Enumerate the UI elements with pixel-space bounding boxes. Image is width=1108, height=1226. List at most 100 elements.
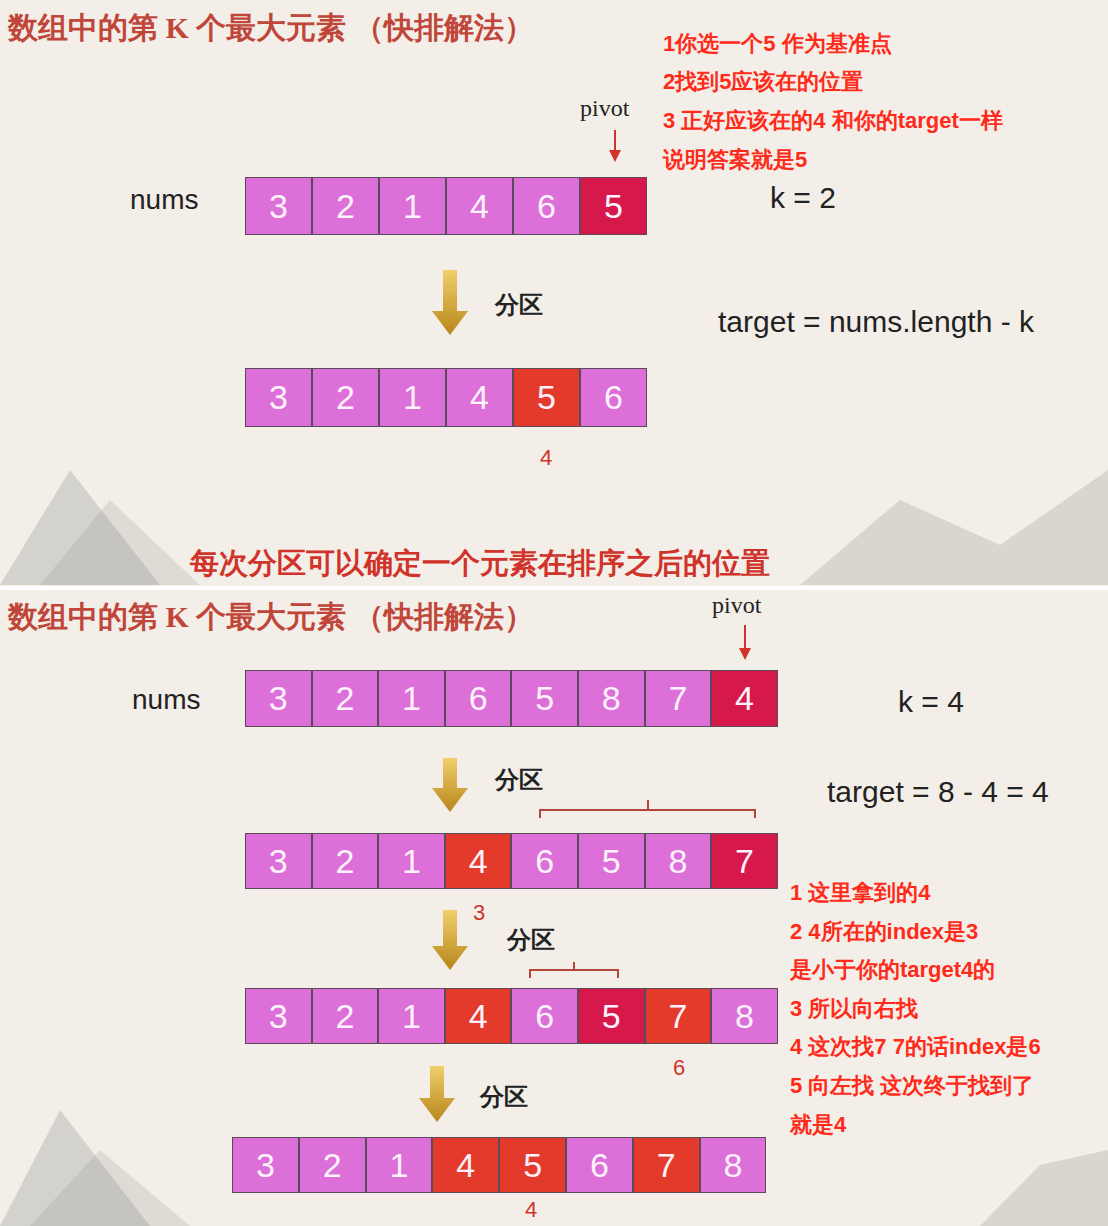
array-cell: 5	[580, 177, 647, 235]
cell-value: 5	[535, 679, 554, 718]
label-text: 4	[540, 445, 552, 470]
cell-value: 1	[402, 997, 421, 1036]
array-cell: 6	[580, 368, 647, 427]
array-cell: 5	[511, 670, 578, 727]
cell-value: 5	[602, 842, 621, 881]
annotation-note: 3 所以向右找	[790, 996, 918, 1022]
array-cell: 6	[513, 177, 580, 235]
cell-value: 4	[469, 997, 488, 1036]
label-text: 4 这次找7 7的话index是6	[790, 1034, 1041, 1059]
cell-value: 5	[602, 997, 621, 1036]
annotation-note: 说明答案就是5	[663, 147, 807, 173]
cell-value: 3	[269, 842, 288, 881]
label-text: target = 8 - 4 = 4	[827, 775, 1049, 808]
partition-arrow	[432, 910, 468, 970]
array-cell: 3	[245, 368, 312, 427]
array-cell: 6	[566, 1137, 633, 1193]
annotation-note: 4 这次找7 7的话index是6	[790, 1034, 1041, 1060]
array-cell: 2	[312, 988, 379, 1044]
array-cell: 2	[299, 1137, 366, 1193]
step-label: 分区	[495, 291, 543, 320]
array-cell: 5	[499, 1137, 566, 1193]
array-cell: 5	[578, 833, 645, 889]
cell-value: 2	[335, 997, 354, 1036]
array-cell: 7	[711, 833, 778, 889]
label-text: 每次分区可以确定一个元素在排序之后的位置	[190, 547, 770, 579]
array-name: nums	[132, 683, 200, 717]
array-cell: 1	[378, 670, 445, 727]
array-cell: 6	[445, 670, 512, 727]
label-text: nums	[130, 184, 198, 215]
index-number: 6	[673, 1055, 685, 1081]
label-text: k = 2	[770, 181, 836, 214]
array-cell: 8	[645, 833, 712, 889]
partition-arrow	[419, 1066, 455, 1122]
array-name: nums	[130, 183, 198, 217]
pivot-pointer-head	[739, 648, 751, 660]
label-text: 3 正好应该在的4 和你的target一样	[663, 108, 1003, 133]
array-cell: 2	[312, 368, 379, 427]
label-text: 是小于你的target4的	[790, 957, 995, 982]
label-text: k = 4	[898, 685, 964, 718]
array-cell: 2	[312, 670, 379, 727]
cell-value: 6	[535, 842, 554, 881]
cell-value: 7	[668, 679, 687, 718]
array-cell: 7	[645, 670, 712, 727]
label-text: 分区	[495, 767, 543, 793]
index-number: 4	[525, 1197, 537, 1223]
cell-value: 6	[590, 1146, 609, 1185]
cell-value: 3	[269, 187, 288, 226]
annotation-note: 2 4所在的index是3	[790, 919, 978, 945]
label-text: 2找到5应该在的位置	[663, 69, 863, 94]
array-cell: 1	[378, 833, 445, 889]
step-label: 分区	[480, 1083, 528, 1112]
cell-value: 6	[604, 378, 623, 417]
index-number: 3	[473, 900, 485, 926]
pivot-pointer	[614, 130, 616, 151]
cell-value: 4	[469, 842, 488, 881]
cell-value: 5	[537, 378, 556, 417]
array-cell: 3	[245, 177, 312, 235]
array-cell: 1	[378, 988, 445, 1044]
array-cell: 8	[700, 1137, 767, 1193]
array-cell: 8	[711, 988, 778, 1044]
label-text: 1 这里拿到的4	[790, 880, 931, 905]
mountain-decor	[980, 1150, 1108, 1226]
array-cell: 6	[511, 833, 578, 889]
annotation-note: 3 正好应该在的4 和你的target一样	[663, 108, 1003, 134]
cell-value: 1	[390, 1146, 409, 1185]
label-text: 3	[473, 900, 485, 925]
panel-title: 数组中的第 K 个最大元素 （快排解法）	[8, 10, 534, 46]
partition-arrow	[432, 270, 468, 335]
array-cell: 1	[379, 177, 446, 235]
cell-value: 8	[668, 842, 687, 881]
label-text: 2 4所在的index是3	[790, 919, 978, 944]
label-text: 4	[525, 1197, 537, 1222]
title-text: 数组中的第 K 个最大元素 （快排解法）	[8, 11, 534, 44]
cell-value: 6	[535, 997, 554, 1036]
cell-value: 2	[336, 187, 355, 226]
pivot-label: pivot	[712, 591, 761, 620]
array-cell: 7	[645, 988, 712, 1044]
array-cell: 7	[633, 1137, 700, 1193]
array-cell: 4	[446, 368, 513, 427]
formula-label: target = 8 - 4 = 4	[827, 774, 1049, 810]
array-cell: 1	[379, 368, 446, 427]
array-cell: 4	[445, 833, 512, 889]
pivot-pointer	[744, 625, 746, 649]
panel-divider	[0, 586, 1108, 590]
cell-value: 4	[470, 378, 489, 417]
array-cell: 3	[245, 670, 312, 727]
label-text: 就是4	[790, 1112, 846, 1137]
partition-arrow	[432, 758, 468, 812]
parameter-label: k = 4	[898, 684, 964, 720]
cell-value: 7	[657, 1146, 676, 1185]
mountain-decor	[800, 470, 1108, 585]
cell-value: 6	[537, 187, 556, 226]
label-text: pivot	[712, 592, 761, 618]
panel-title: 数组中的第 K 个最大元素 （快排解法）	[8, 599, 534, 635]
array-cell: 1	[366, 1137, 433, 1193]
pivot-pointer-head	[609, 150, 621, 162]
range-bracket	[540, 800, 755, 818]
mountain-decor	[40, 500, 200, 585]
